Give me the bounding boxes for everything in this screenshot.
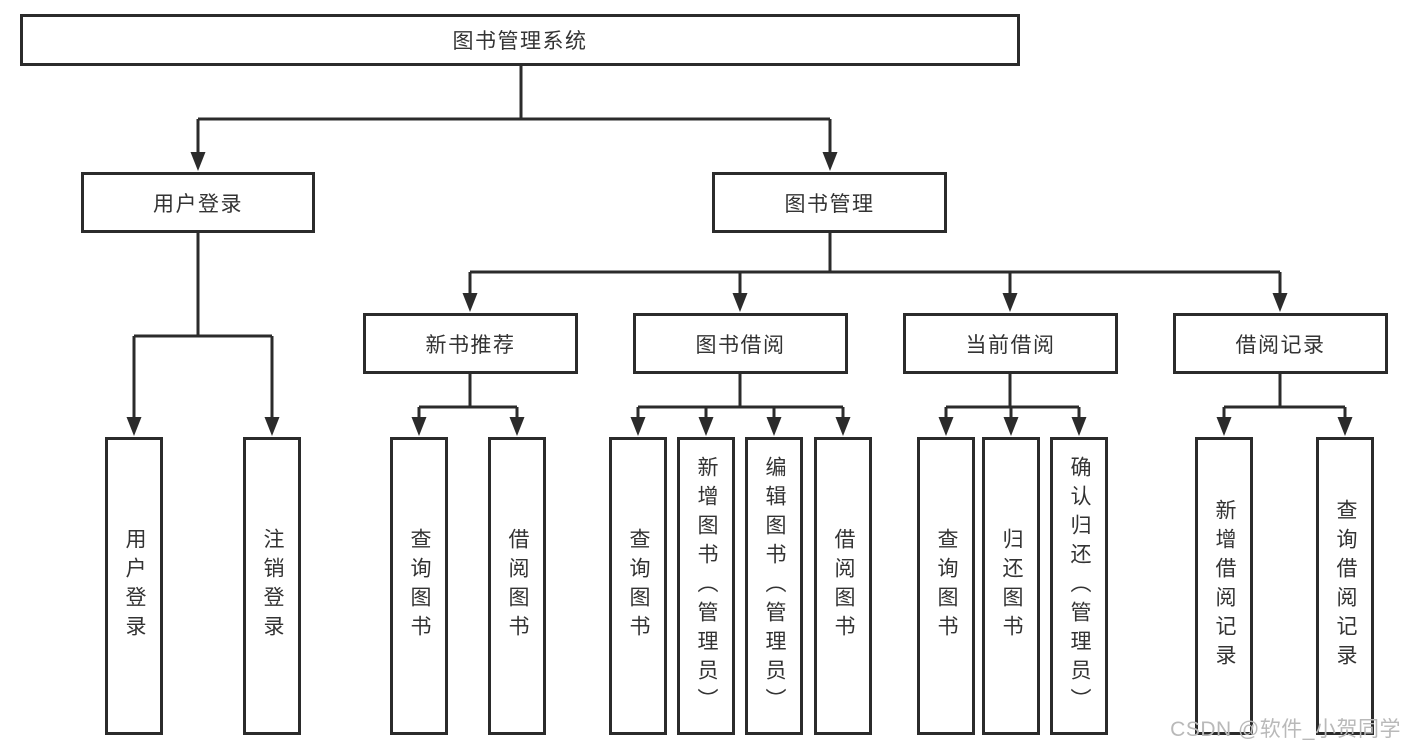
node-label: 当前借阅 (965, 333, 1056, 357)
leaf-query-books-borrowing: 查询图书 (609, 437, 667, 735)
leaf-label: 新增图书（管理员） (695, 455, 718, 717)
node-label: 借阅记录 (1235, 333, 1326, 357)
node-book-management: 图书管理 (712, 172, 947, 233)
leaf-query-books-recommend: 查询图书 (390, 437, 448, 735)
node-new-book-recommend: 新书推荐 (363, 313, 578, 374)
node-current-borrowing: 当前借阅 (903, 313, 1118, 374)
leaf-edit-book-admin: 编辑图书（管理员） (745, 437, 803, 735)
leaf-label: 用户登录 (123, 528, 146, 644)
csdn-watermark: CSDN @软件_小贺同学 (1170, 718, 1401, 741)
leaf-label: 归还图书 (1000, 528, 1023, 644)
leaf-user-login: 用户登录 (105, 437, 163, 735)
leaf-add-book-admin: 新增图书（管理员） (677, 437, 735, 735)
leaf-label: 确认归还（管理员） (1068, 455, 1091, 717)
node-user-login: 用户登录 (81, 172, 315, 233)
leaf-borrow-books-recommend: 借阅图书 (488, 437, 546, 735)
leaf-return-books: 归还图书 (982, 437, 1040, 735)
node-label: 新书推荐 (425, 333, 516, 357)
leaf-confirm-return-admin: 确认归还（管理员） (1050, 437, 1108, 735)
leaf-label: 查询图书 (408, 528, 431, 644)
leaf-label: 查询借阅记录 (1334, 499, 1357, 673)
leaf-label: 借阅图书 (506, 528, 529, 644)
leaf-query-books-current: 查询图书 (917, 437, 975, 735)
node-library-management-system: 图书管理系统 (20, 14, 1020, 66)
leaf-logout: 注销登录 (243, 437, 301, 735)
node-label: 图书借阅 (695, 333, 786, 357)
leaf-label: 编辑图书（管理员） (763, 455, 786, 717)
node-book-borrowing: 图书借阅 (633, 313, 848, 374)
leaf-label: 查询图书 (627, 528, 650, 644)
leaf-label: 注销登录 (261, 528, 284, 644)
leaf-label: 新增借阅记录 (1213, 499, 1236, 673)
node-label: 用户登录 (153, 192, 243, 216)
leaf-label: 借阅图书 (832, 528, 855, 644)
leaf-add-borrow-record: 新增借阅记录 (1195, 437, 1253, 735)
node-label: 图书管理 (784, 192, 875, 216)
leaf-borrow-books-borrowing: 借阅图书 (814, 437, 872, 735)
node-label: 图书管理系统 (452, 30, 588, 53)
leaf-query-borrow-record: 查询借阅记录 (1316, 437, 1374, 735)
leaf-label: 查询图书 (935, 528, 958, 644)
node-borrowing-records: 借阅记录 (1173, 313, 1388, 374)
